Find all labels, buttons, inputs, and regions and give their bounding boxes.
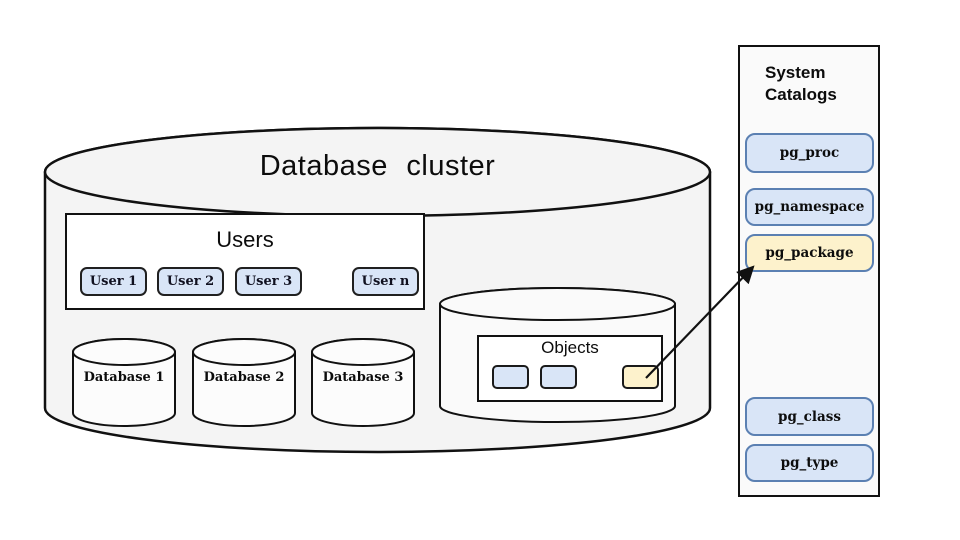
catalog-pg-proc: pg_proc [745, 133, 874, 173]
database-1-label: Database 1 [83, 370, 165, 385]
database-2-cylinder [192, 338, 296, 427]
catalog-pg-package: pg_package [745, 234, 874, 272]
objects-title: Objects [541, 338, 599, 357]
object-node-package [622, 365, 659, 389]
object-node-1 [492, 365, 529, 389]
cluster-title: Database cluster [259, 150, 496, 182]
objects-box: Objects [477, 335, 663, 402]
system-catalogs-panel: System Catalogs pg_proc pg_namespace pg_… [738, 45, 880, 497]
user-2-node: User 2 [157, 267, 224, 296]
catalog-pg-type: pg_type [745, 444, 874, 482]
user-3-node: User 3 [235, 267, 302, 296]
database-3-cylinder [311, 338, 415, 427]
users-title: Users [216, 227, 274, 252]
object-node-2 [540, 365, 577, 389]
database-1-cylinder [72, 338, 176, 427]
system-catalogs-title: System Catalogs [765, 63, 837, 104]
catalog-pg-class: pg_class [745, 397, 874, 436]
database-2-label: Database 2 [203, 370, 285, 385]
database-3-label: Database 3 [322, 370, 404, 385]
user-n-node: User n [352, 267, 419, 296]
users-box: Users User 1 User 2 User 3 User n [65, 213, 425, 310]
catalog-pg-namespace: pg_namespace [745, 188, 874, 226]
user-1-node: User 1 [80, 267, 147, 296]
